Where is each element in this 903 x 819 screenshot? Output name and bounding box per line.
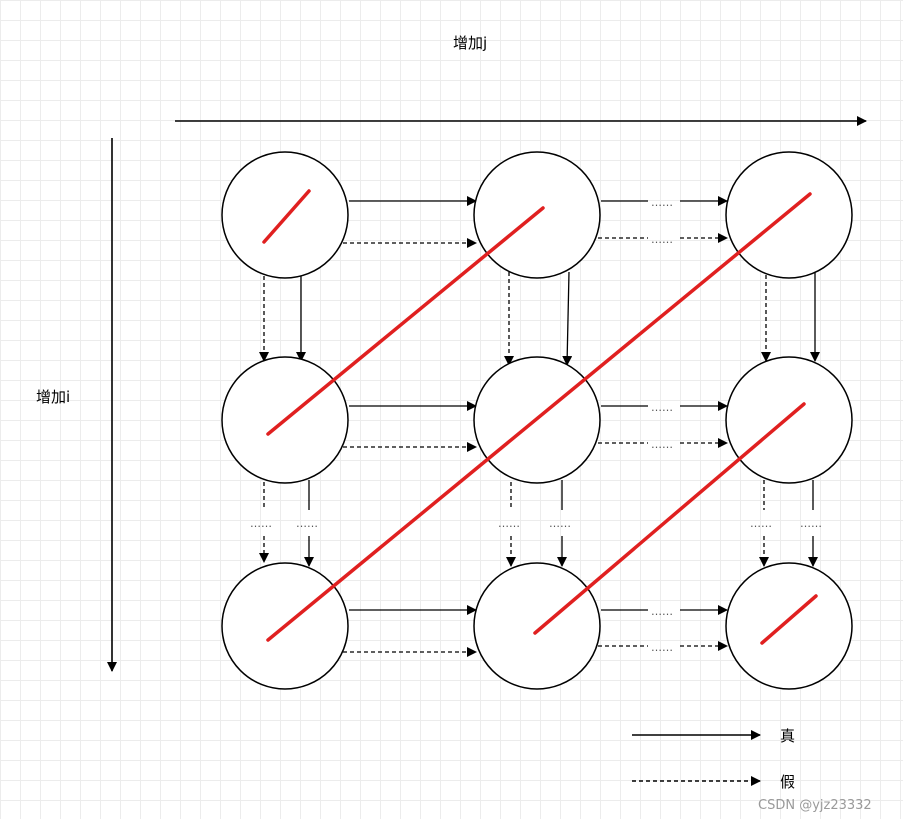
axis-label-j: 增加j [453, 34, 487, 52]
ellipsis-r2-c12-solid: …… [651, 605, 673, 618]
diagonal-line-2 [266, 206, 545, 436]
ellipsis-c1-r12-dashed: …… [498, 517, 520, 530]
node-r0-c0 [221, 151, 349, 279]
axis-label-i: 增加i [36, 388, 70, 406]
node-r1-c2 [725, 356, 853, 484]
ellipsis-r1-c12-solid: …… [651, 401, 673, 414]
diagonal-line-4 [533, 402, 806, 635]
ellipsis-c2-r12-solid: …… [800, 517, 822, 530]
legend-false-label: 假 [780, 773, 795, 791]
diagonal-line-3 [266, 192, 812, 642]
watermark-text: CSDN @yjz23332 [758, 798, 872, 813]
node-r2-c2 [725, 562, 853, 690]
ellipsis-c2-r12-dashed: …… [750, 517, 772, 530]
diagonal-line-5 [760, 594, 818, 645]
ellipsis-r1-c12-dashed: …… [651, 438, 673, 451]
ellipsis-c0-r12-solid: …… [296, 517, 318, 530]
node-r0-c2 [725, 151, 853, 279]
node-r2-c1 [473, 562, 601, 690]
legend-true-label: 真 [780, 727, 795, 745]
ellipsis-c0-r12-dashed: …… [250, 517, 272, 530]
diagonal-line-1 [262, 189, 311, 244]
arrow-solid-c1-r01 [562, 271, 573, 366]
ellipsis-c1-r12-solid: …… [549, 517, 571, 530]
ellipsis-r0-c12-dashed: …… [651, 233, 673, 246]
ellipsis-r0-c12-solid: …… [651, 196, 673, 209]
ellipsis-r2-c12-dashed: …… [651, 641, 673, 654]
